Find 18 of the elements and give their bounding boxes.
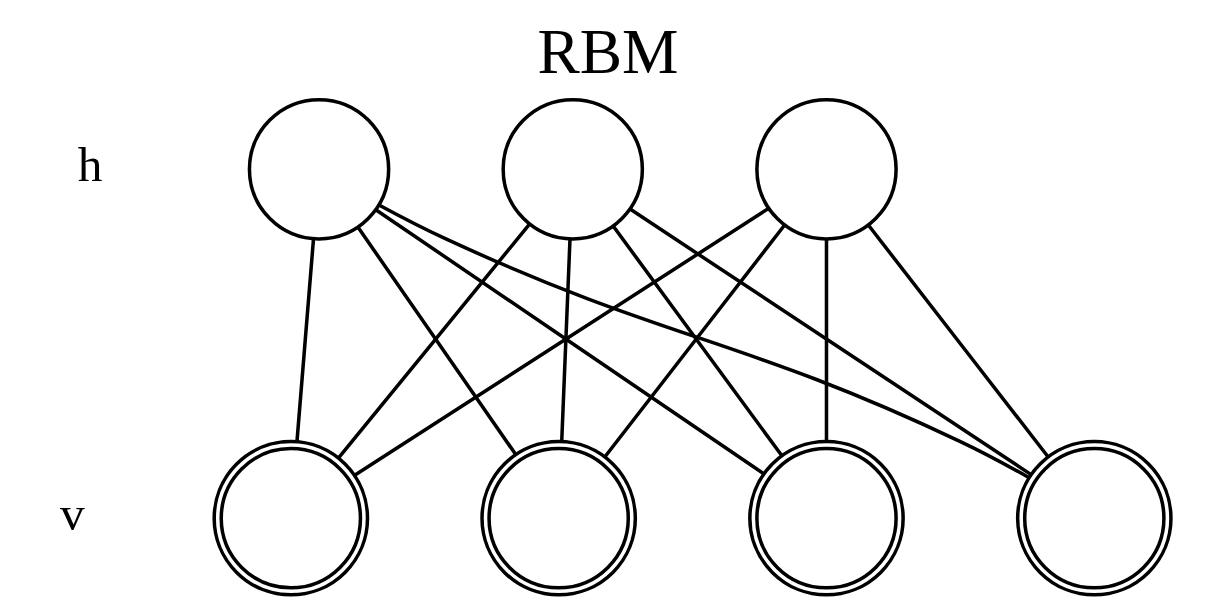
- connector: [866, 223, 1050, 458]
- connector: [378, 203, 1031, 480]
- connector: [295, 239, 316, 442]
- connector: [824, 239, 829, 442]
- connector: [356, 226, 518, 456]
- node-circle: [247, 97, 391, 241]
- node-circle: [501, 97, 645, 241]
- connector: [337, 223, 531, 460]
- connector: [559, 239, 572, 442]
- label: h: [77, 137, 103, 193]
- diagram-title: RBM: [537, 15, 679, 87]
- connector: [629, 207, 1032, 476]
- node-doublecircle: [212, 439, 370, 597]
- label: v: [60, 486, 85, 542]
- node-circle: [755, 97, 898, 241]
- node-doublecircle: [748, 439, 905, 597]
- node-doublecircle: [480, 439, 638, 597]
- node-doublecircle: [1015, 439, 1173, 597]
